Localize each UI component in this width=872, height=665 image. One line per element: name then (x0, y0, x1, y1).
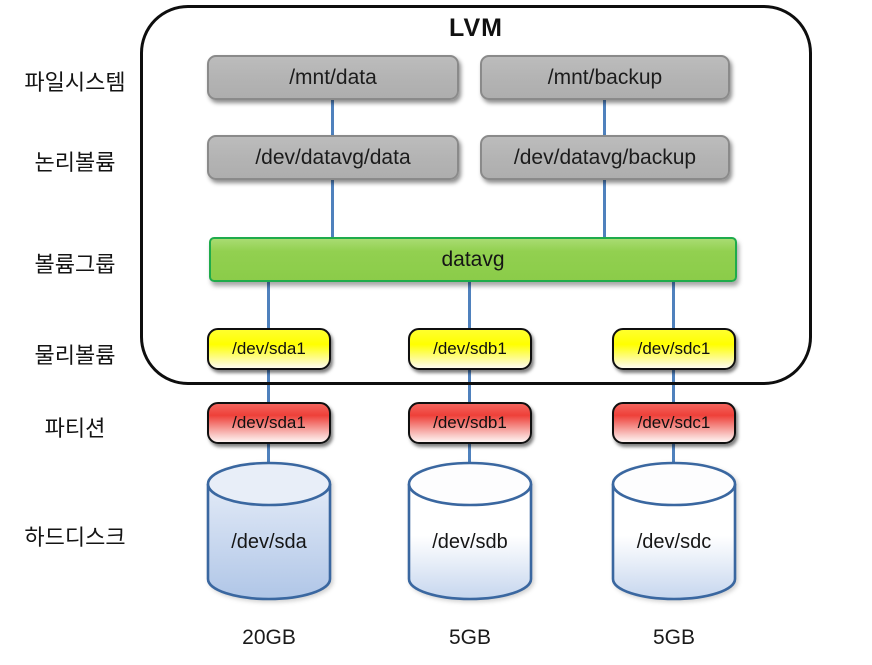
disk-device-label: /dev/sdc (636, 531, 712, 553)
lvm-title: LVM (449, 14, 503, 42)
connector-line (672, 281, 675, 329)
connector-line (267, 443, 270, 469)
disk-cylinder-shape (611, 461, 737, 601)
connector-line (672, 369, 675, 403)
disk-cylinder (205, 460, 333, 603)
disk-cylinder (406, 460, 534, 603)
partition-box: /dev/sda1 (207, 402, 331, 444)
logical-volume-box: /dev/datavg/backup (480, 135, 730, 180)
connector-line (267, 369, 270, 403)
connector-line (468, 443, 471, 469)
disk-device-label: /dev/sdb (432, 531, 508, 553)
lvm-boundary-box (140, 5, 812, 385)
connector-line (603, 100, 606, 136)
physical-volume-box: /dev/sdc1 (612, 328, 736, 370)
volume-group-box: datavg (209, 237, 737, 282)
row-label-partition: 파티션 (44, 416, 106, 441)
connector-line (468, 369, 471, 403)
physical-volume-box: /dev/sda1 (207, 328, 331, 370)
row-label-physical-volume: 물리볼륨 (34, 343, 116, 368)
disk-device-label: /dev/sda (231, 531, 307, 553)
filesystem-box: /mnt/backup (480, 55, 730, 100)
disk-size-label: 20GB (242, 626, 296, 649)
connector-line (267, 281, 270, 329)
partition-box: /dev/sdb1 (408, 402, 532, 444)
filesystem-box: /mnt/data (207, 55, 459, 100)
disk-cylinder (610, 460, 738, 603)
row-label-logical-volume: 논리볼륨 (34, 150, 116, 175)
connector-line (468, 281, 471, 329)
disk-size-label: 5GB (448, 626, 492, 649)
connector-line (331, 100, 334, 136)
row-label-volume-group: 볼륨그룹 (34, 252, 116, 277)
disk-size-label: 5GB (652, 626, 696, 649)
row-label-filesystem: 파일시스템 (24, 70, 126, 95)
partition-box: /dev/sdc1 (612, 402, 736, 444)
disk-cylinder-shape (407, 461, 533, 601)
connector-line (672, 443, 675, 469)
physical-volume-box: /dev/sdb1 (408, 328, 532, 370)
disk-cylinder-shape (206, 461, 332, 601)
row-label-hard-disk: 하드디스크 (24, 525, 126, 550)
connector-line (603, 179, 606, 238)
logical-volume-box: /dev/datavg/data (207, 135, 459, 180)
connector-line (331, 179, 334, 238)
